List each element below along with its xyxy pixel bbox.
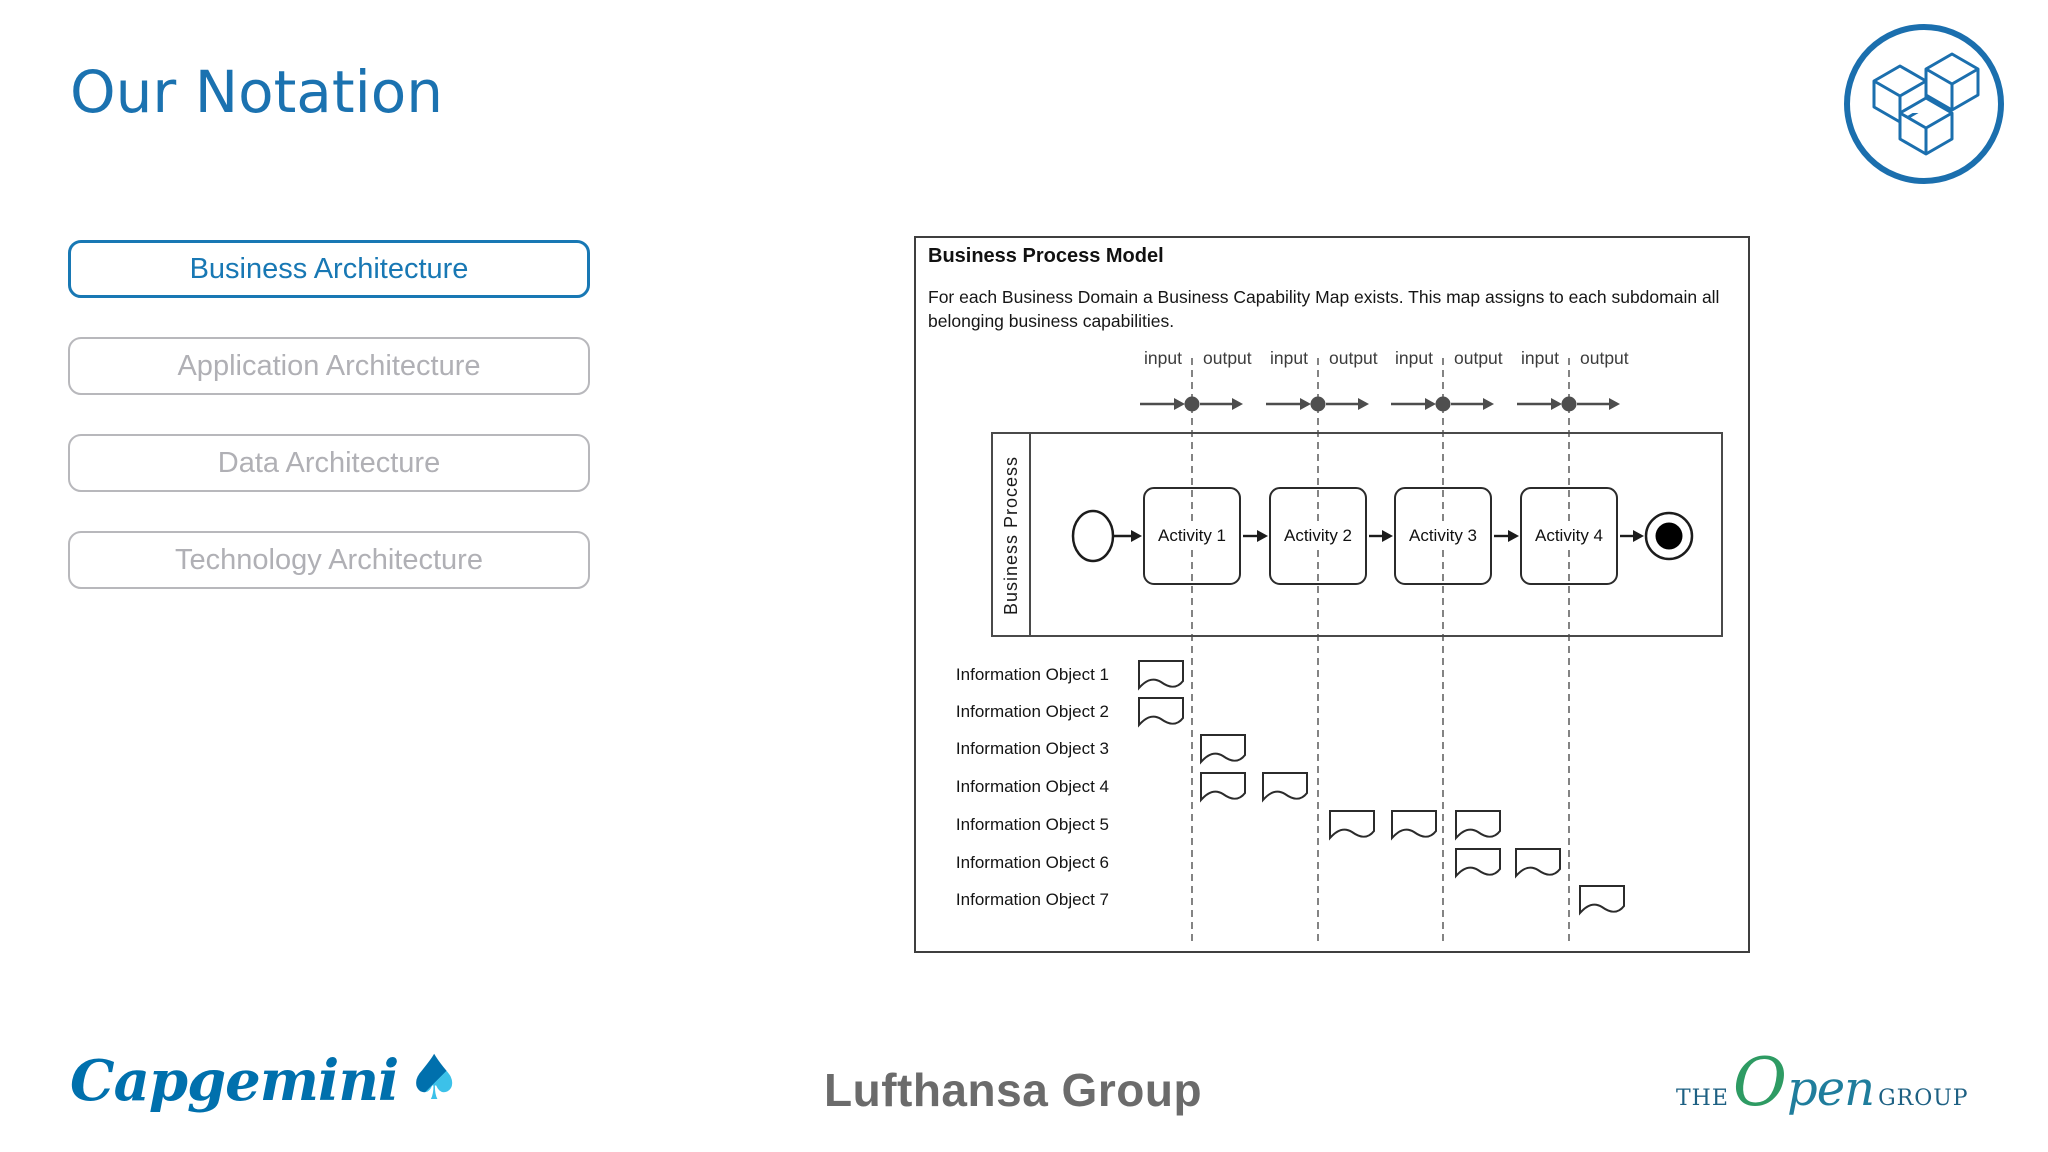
io-node-dot — [1184, 396, 1200, 412]
information-object-label: Information Object 2 — [955, 702, 1109, 721]
document-icon — [1329, 810, 1375, 841]
information-object-label: Information Object 1 — [955, 665, 1109, 684]
nav-button-data-architecture[interactable]: Data Architecture — [68, 434, 590, 492]
start-event-circle — [1071, 509, 1115, 563]
activity-box: Activity 4 — [1520, 487, 1618, 585]
document-icon — [1515, 848, 1561, 879]
nav-button-technology-architecture[interactable]: Technology Architecture — [68, 531, 590, 589]
capgemini-wordmark: Capgemini — [70, 1048, 399, 1114]
lufthansa-group-logo: Lufthansa Group — [824, 1064, 1203, 1116]
information-object-label: Information Object 5 — [955, 815, 1109, 834]
input-label: input — [1270, 348, 1308, 368]
input-label: input — [1395, 348, 1433, 368]
process-diagram-graphics — [991, 358, 1723, 945]
process-lane — [991, 432, 1723, 637]
sequence-flow-arrow — [1243, 530, 1268, 542]
io-node-dot — [1435, 396, 1451, 412]
activity-box: Activity 1 — [1143, 487, 1241, 585]
opengroup-o: O — [1732, 1044, 1788, 1121]
opengroup-pen: pen — [1787, 1061, 1875, 1117]
document-icon — [1579, 885, 1625, 916]
document-icon — [1138, 697, 1184, 728]
document-icon — [1200, 734, 1246, 765]
information-object-label: Information Object 6 — [955, 853, 1109, 872]
sequence-flow-arrow — [1620, 530, 1644, 542]
input-label: input — [1521, 348, 1559, 368]
output-label: output — [1203, 348, 1252, 368]
input-output-arrows — [1517, 396, 1620, 412]
document-icon — [1262, 772, 1308, 803]
nav-button-label: Technology Architecture — [175, 543, 483, 576]
nav-button-application-architecture[interactable]: Application Architecture — [68, 337, 590, 395]
the-open-group-logo: THE O pen GROUP — [1676, 1044, 1969, 1121]
capgemini-logo: Capgemini ♠ — [70, 1041, 462, 1115]
input-output-arrows — [1140, 396, 1243, 412]
diagram-title: Business Process Model — [928, 245, 1164, 267]
input-output-arrows — [1391, 396, 1494, 412]
output-label: output — [1454, 348, 1503, 368]
io-node-dot — [1310, 396, 1326, 412]
activity-label: Activity 3 — [1406, 526, 1480, 546]
nav-button-label: Data Architecture — [217, 446, 441, 479]
document-icon — [1455, 848, 1501, 879]
io-node-dot — [1561, 396, 1577, 412]
business-process-model-panel: Business Process Model For each Business… — [914, 236, 1750, 953]
activity-box: Activity 3 — [1394, 487, 1492, 585]
information-object-label: Information Object 3 — [955, 739, 1109, 758]
output-label: output — [1580, 348, 1629, 368]
spade-icon: ♠ — [406, 1041, 462, 1114]
input-output-arrows — [1266, 396, 1369, 412]
document-icon — [1391, 810, 1437, 841]
sequence-flow-arrow — [1369, 530, 1393, 542]
nav-button-business-architecture[interactable]: Business Architecture — [68, 240, 590, 298]
opengroup-group: GROUP — [1878, 1086, 1969, 1111]
sequence-flow-arrow — [1114, 530, 1142, 542]
end-event-inner-circle — [1655, 522, 1683, 550]
information-object-label: Information Object 4 — [955, 777, 1109, 796]
output-label: output — [1329, 348, 1378, 368]
document-icon — [1200, 772, 1246, 803]
document-icon — [1455, 810, 1501, 841]
activity-box: Activity 2 — [1269, 487, 1367, 585]
nav-button-label: Application Architecture — [177, 349, 481, 382]
page-title: Our Notation — [70, 58, 443, 126]
cubes-in-circle-icon — [1844, 24, 2004, 184]
information-object-label: Information Object 7 — [955, 890, 1109, 909]
activity-label: Activity 1 — [1155, 526, 1229, 546]
document-icon — [1138, 660, 1184, 691]
activity-label: Activity 2 — [1281, 526, 1355, 546]
input-label: input — [1144, 348, 1182, 368]
diagram-description: For each Business Domain a Business Capa… — [928, 287, 1720, 332]
opengroup-the: THE — [1676, 1086, 1729, 1111]
activity-label: Activity 4 — [1532, 526, 1606, 546]
nav-button-label: Business Architecture — [189, 252, 469, 285]
lane-label: Business Process — [1001, 455, 1021, 615]
sequence-flow-arrow — [1494, 530, 1519, 542]
